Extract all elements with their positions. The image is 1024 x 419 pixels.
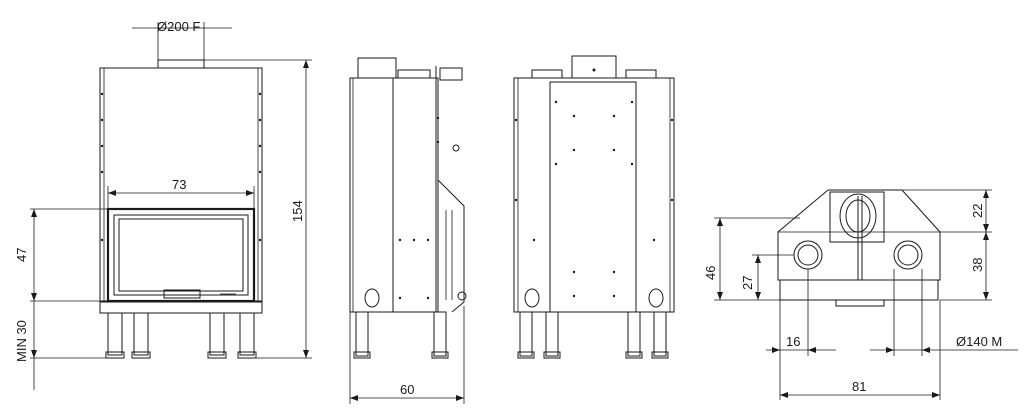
side-view: 60 — [349, 57, 467, 404]
flue-dimension: Ø200 F — [132, 19, 232, 62]
duct-diameter-label: Ø140 M — [956, 334, 1002, 349]
width-81-label: 81 — [852, 379, 866, 394]
base-plate — [99, 300, 263, 314]
total-height-dimension: 154 — [204, 59, 312, 359]
plan-flue-box — [829, 191, 885, 243]
height-27-dimension: 27 — [740, 254, 794, 300]
rear-view — [513, 55, 675, 359]
depth-label: 60 — [400, 382, 414, 397]
top-offset-label: 22 — [970, 204, 985, 218]
rear-air-inlet-right — [648, 288, 664, 308]
opening-height-dimension: 47 — [14, 208, 108, 302]
rear-legs — [517, 311, 669, 359]
rear-flue — [571, 55, 617, 79]
depth-dimension: 60 — [349, 306, 465, 404]
door-glass — [118, 218, 244, 292]
flue-collar — [157, 59, 205, 69]
front-legs — [105, 312, 257, 359]
plan-base — [779, 279, 939, 301]
duct-right — [893, 240, 923, 270]
total-height-label: 154 — [290, 200, 305, 222]
side-bolts — [398, 116, 440, 300]
top-offset-dimension: 22 — [902, 189, 992, 233]
offset-16-dimension: 16 — [766, 269, 836, 400]
rear-bolts — [514, 100, 674, 298]
width-81-dimension: 81 — [780, 300, 941, 400]
door-glass-outer — [113, 214, 249, 296]
opening-width-label: 73 — [172, 177, 186, 192]
min-clearance-label: MIN 30 — [14, 320, 29, 362]
min-clearance-dimension: MIN 30 — [14, 301, 106, 390]
side-air-inlet — [364, 288, 380, 308]
front-body-bolts — [100, 92, 262, 242]
side-flue — [357, 57, 397, 79]
height-46-label: 46 — [703, 266, 718, 280]
rear-air-inlet-left — [524, 288, 540, 308]
height-38-label: 38 — [970, 258, 985, 272]
front-view: Ø200 F — [14, 19, 312, 390]
height-27-label: 27 — [740, 276, 755, 290]
duct-diameter-dimension: Ø140 M — [870, 269, 1018, 356]
offset-16-label: 16 — [786, 334, 800, 349]
door-handle — [163, 289, 201, 299]
flue-label: Ø200 F — [157, 19, 200, 34]
opening-width-dimension: 73 — [107, 177, 255, 209]
side-body — [349, 77, 439, 313]
top-view: 22 38 46 27 — [703, 189, 1018, 400]
height-38-dimension: 38 — [940, 232, 992, 301]
side-legs — [353, 311, 449, 359]
height-46-dimension: 46 — [703, 217, 800, 301]
rear-body — [513, 77, 675, 313]
door-frame — [106, 207, 256, 303]
opening-height-label: 47 — [14, 248, 29, 262]
rear-panel — [549, 81, 637, 313]
